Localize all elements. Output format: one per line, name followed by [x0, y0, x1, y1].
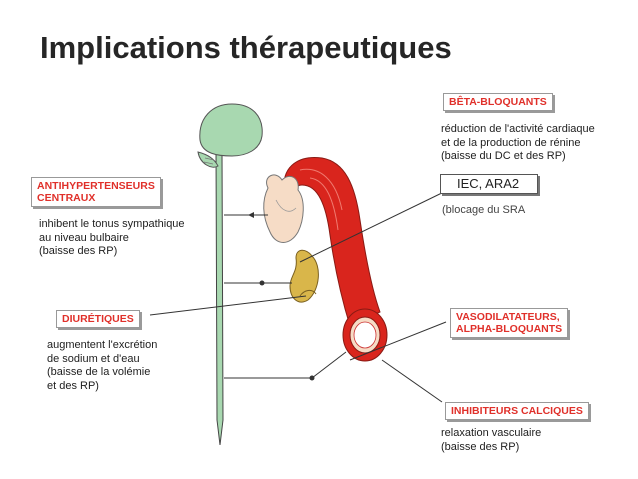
- iec-ara2-label: IEC, ARA2: [440, 174, 539, 194]
- iec-description: (blocage du SRA: [442, 204, 526, 216]
- inhibiteurs-calciques-description: relaxation vasculaire (baisse des RP): [441, 427, 542, 453]
- beta-bloquants-description: réduction de l'activité cardiaque et de …: [441, 123, 595, 162]
- aorta-vessel: [283, 156, 381, 327]
- antihypertenseurs-description: inhibent le tonus sympathique au niveau …: [39, 218, 185, 257]
- heart: [263, 174, 304, 243]
- kidney: [289, 249, 319, 303]
- spinal-cord: [215, 149, 224, 446]
- brain: [199, 103, 263, 157]
- diuretiques-label: DIURÉTIQUES: [56, 310, 140, 328]
- inhibiteurs-calciques-label: INHIBITEURS CALCIQUES: [445, 402, 589, 420]
- beta-bloquants-label: BÊTA-BLOQUANTS: [443, 93, 553, 111]
- vasodilatateurs-label: VASODILATATEURS, ALPHA-BLOQUANTS: [450, 308, 569, 338]
- page-title: Implications thérapeutiques: [40, 30, 452, 65]
- antihypertenseurs-centraux-label: ANTIHYPERTENSEURS CENTRAUX: [31, 177, 161, 207]
- diuretiques-description: augmentent l'excrétion de sodium et d'ea…: [47, 339, 158, 392]
